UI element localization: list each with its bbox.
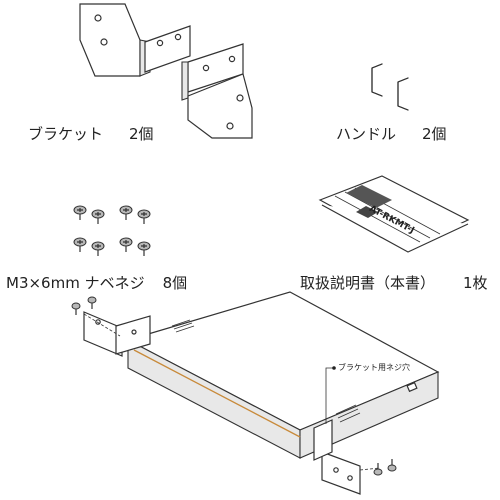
installation-illustration [71,291,440,495]
item-qty: 8個 [162,274,188,292]
item-label-screws: M3×6mm ナベネジ 8個 [6,272,187,293]
item-qty: 1枚 [463,274,488,292]
manual-illustration [318,175,470,253]
item-label-handle: ハンドル 2個 [336,123,447,144]
callout-bracket-screw-holes: ブラケット用ネジ穴 [338,363,410,372]
item-name: 取扱説明書（本書） [300,274,436,292]
item-name: ブラケット [28,125,104,143]
item-qty: 2個 [422,125,447,143]
screws-illustration [73,205,151,256]
item-name: ハンドル [336,125,397,143]
item-label-bracket: ブラケット 2個 [28,123,154,144]
item-label-manual: 取扱説明書（本書） 1枚 [300,272,488,293]
handle-illustration [371,63,409,111]
item-qty: 2個 [129,125,154,143]
bracket-illustration [79,3,253,139]
item-name: M3×6mm ナベネジ [6,274,145,292]
